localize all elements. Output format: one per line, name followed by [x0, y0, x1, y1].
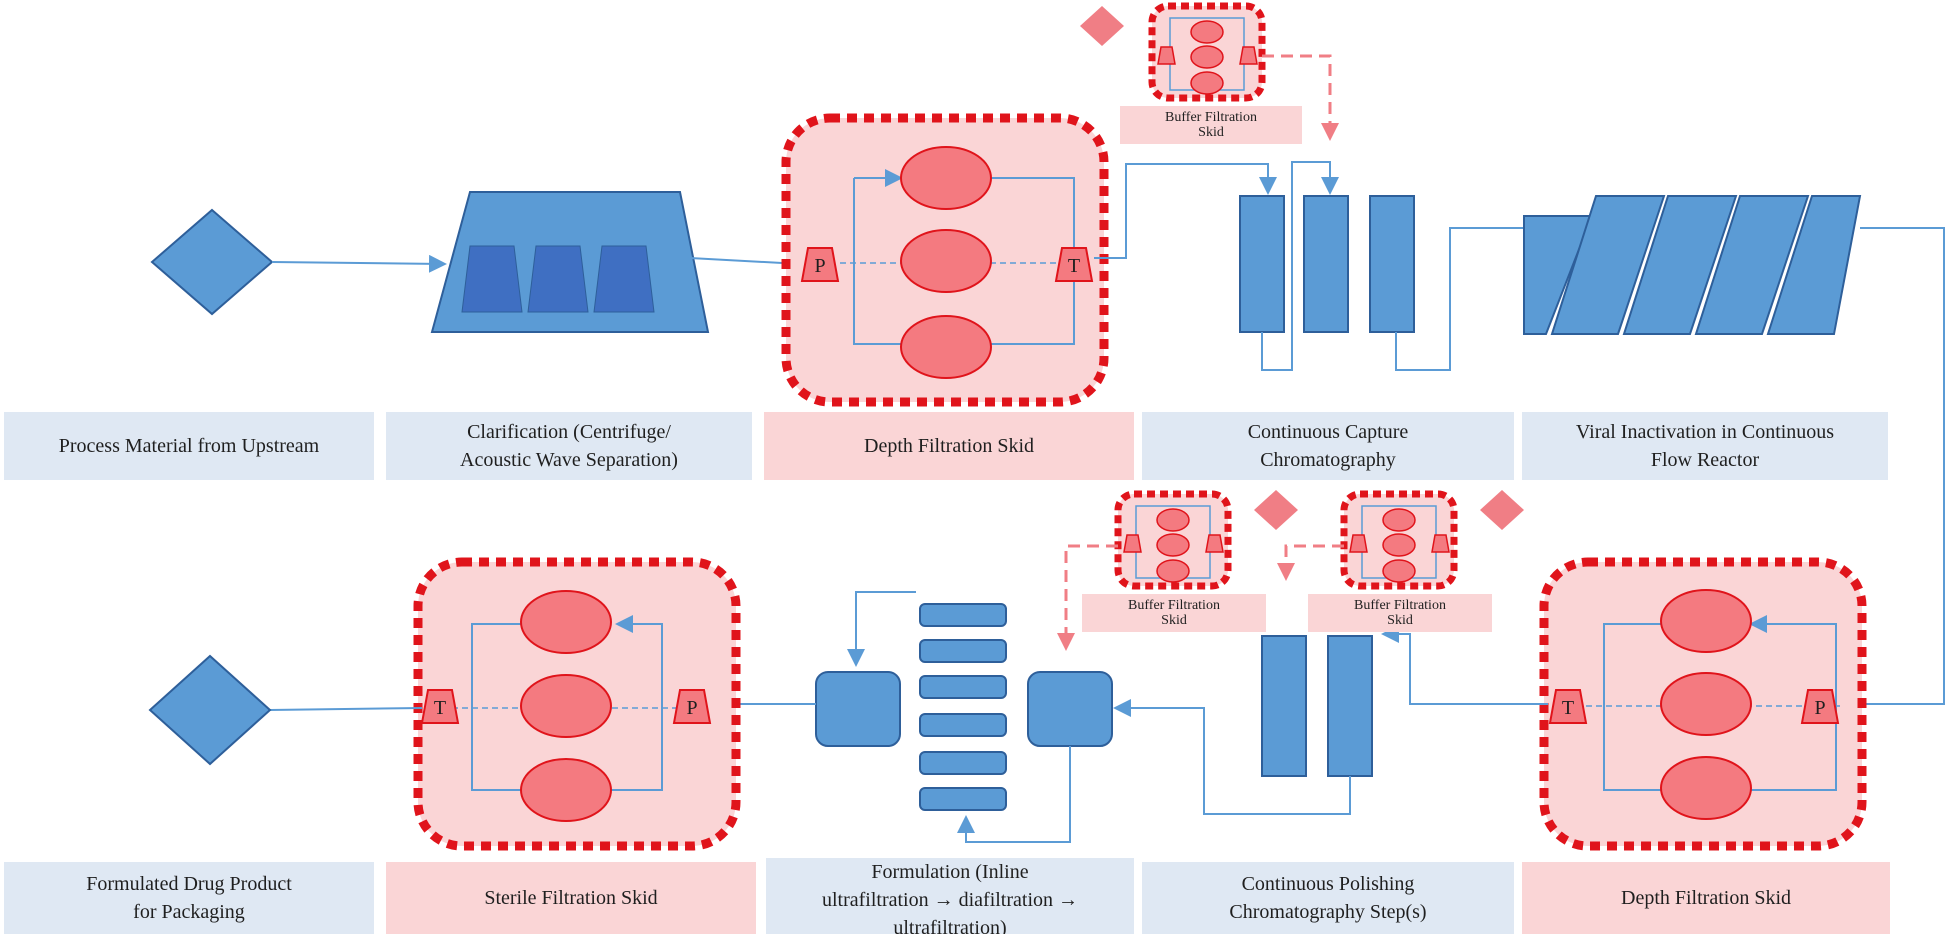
- flow-line: [1381, 625, 1548, 705]
- flow-line: [847, 591, 916, 667]
- flow-line: [957, 746, 1071, 843]
- label-formulation: Formulation (Inline ultrafiltration → di…: [766, 858, 1134, 934]
- flow-line: [271, 254, 447, 273]
- label-sterile: Sterile Filtration Skid: [386, 862, 756, 934]
- sterile-filtration-skid: [413, 557, 741, 851]
- flow-line: [1261, 161, 1339, 371]
- buffer-diamond: [1254, 490, 1298, 530]
- label-clarification: Clarification (Centrifuge/ Acoustic Wave…: [386, 412, 752, 480]
- buffer-skid-top: [1080, 2, 1339, 141]
- label-depth-filtration-top: Depth Filtration Skid: [764, 412, 1134, 480]
- final-product-diamond: [148, 654, 272, 766]
- capture-columns: [1239, 195, 1415, 333]
- upstream-diamond: [150, 208, 274, 316]
- flow-line: [1395, 219, 1541, 371]
- buffer-diamond: [1480, 490, 1524, 530]
- label-polishing: Continuous Polishing Chromatography Step…: [1142, 862, 1514, 934]
- flow-line: [269, 707, 423, 711]
- temperature-marker: T: [1068, 255, 1080, 277]
- depth-filtration-skid-top: [781, 113, 1109, 407]
- label-formulated: Formulated Drug Product for Packaging: [4, 862, 374, 934]
- label-depth-filtration-bottom: Depth Filtration Skid: [1522, 862, 1890, 934]
- temperature-marker: T: [434, 697, 446, 719]
- temperature-marker: T: [1562, 697, 1574, 719]
- pressure-marker: P: [686, 697, 697, 719]
- centrifuge-shape: [430, 191, 710, 333]
- pressure-marker: P: [814, 255, 825, 277]
- buffer-skid-bottom-right: [1277, 490, 1524, 590]
- flow-line: [1113, 699, 1351, 815]
- label-buffer-bottom-right: Buffer Filtration Skid: [1308, 594, 1492, 632]
- formulation-unit: [815, 603, 1113, 811]
- label-buffer-top: Buffer Filtration Skid: [1120, 106, 1302, 144]
- buffer-diamond: [1080, 6, 1124, 46]
- flow-line: [1094, 163, 1277, 259]
- viral-reactor: [1523, 195, 1862, 335]
- label-process-material: Process Material from Upstream: [4, 412, 374, 480]
- pressure-marker: P: [1814, 697, 1825, 719]
- label-capture: Continuous Capture Chromatography: [1142, 412, 1514, 480]
- label-viral: Viral Inactivation in Continuous Flow Re…: [1522, 412, 1888, 480]
- label-buffer-bottom-left: Buffer Filtration Skid: [1082, 594, 1266, 632]
- flow-line: [1858, 227, 1945, 705]
- polishing-columns: [1261, 635, 1373, 777]
- buffer-skid-bottom-left: [1057, 490, 1298, 651]
